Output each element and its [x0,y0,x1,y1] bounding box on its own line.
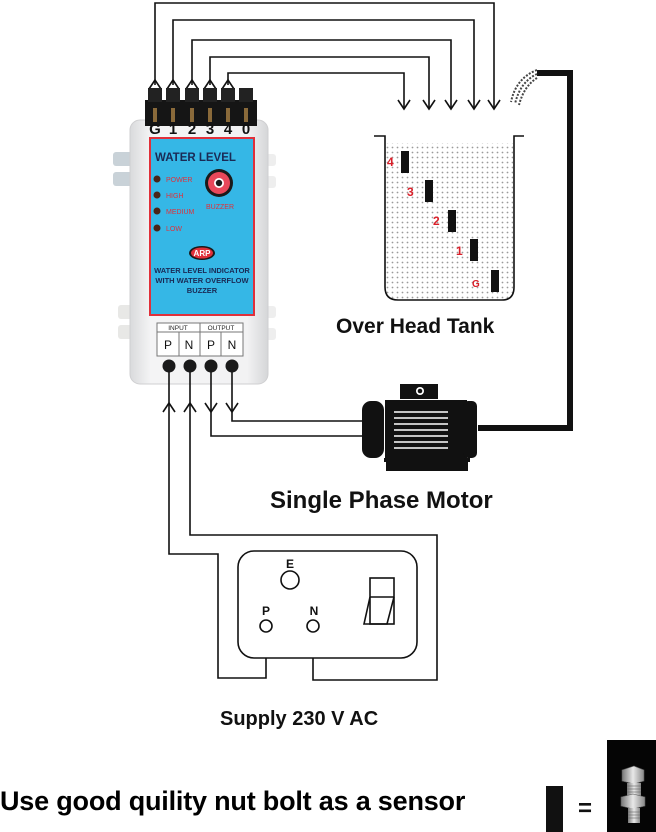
power-wires [168,372,438,681]
terminal-label-3: 3 [206,121,214,138]
motor-icon [362,384,477,471]
equals-sign: = [578,795,592,822]
wire-1 [172,19,475,108]
wire-arrows-up [148,78,235,90]
sensor-symbol [546,786,563,832]
wire-output-p [210,372,362,437]
wire-g [154,2,495,108]
led-icon [153,224,161,232]
led-icon [153,207,161,215]
io-terminal-output-p: P [207,338,215,352]
indicator-medium: MEDIUM [153,207,195,216]
wire-output-n [231,372,362,422]
io-terminal-input-n: N [185,338,194,352]
io-terminal-block: INPUT OUTPUT P N P N [156,322,244,373]
led-icon [153,175,161,183]
sensor-3 [425,180,433,202]
tank-title: Over Head Tank [336,315,495,338]
panel-title: WATER LEVEL [155,152,236,164]
description-line-1: WATER LEVEL INDICATOR [154,266,250,275]
terminal-label-4: 4 [224,121,233,138]
wire-input-n [189,372,438,681]
phase-pin-icon [259,619,273,633]
indicator-label: MEDIUM [166,209,195,216]
sensor-label-g: G [472,279,480,290]
buzzer-icon [205,169,233,197]
indicator-label: LOW [166,226,182,233]
terminal-label-g: G [149,121,161,138]
neutral-label: N [310,604,319,618]
led-icon [153,191,161,199]
sensor-4 [401,151,409,173]
sensor-label-3: 3 [407,185,414,199]
io-terminal-input-p: P [164,338,172,352]
sensor-g [491,270,499,292]
earth-label: E [286,557,294,571]
footer-note: Use good quility nut bolt as a sensor [0,786,466,816]
phase-label: P [262,604,270,618]
description-line-2: WITH WATER OVERFLOW [155,276,249,285]
delivery-pipe [478,69,573,431]
switch-icon [363,577,395,625]
supply-socket: E P N [237,550,418,659]
power-wire-arrows [162,401,239,414]
water-outflow-icon [510,69,538,103]
indicator-power: POWER [153,175,192,184]
sensor-label-1: 1 [456,244,463,258]
sensor-2 [448,210,456,232]
description-line-3: BUZZER [187,286,218,295]
sensor-labels: 4 3 2 1 G [387,155,480,290]
nut-bolt-icon [607,740,656,832]
terminal-label-2: 2 [188,121,196,138]
sensors [401,151,499,292]
sensor-1 [470,239,478,261]
terminal-label-1: 1 [169,121,177,138]
io-header-output: OUTPUT [208,325,235,332]
wire-input-p [168,372,267,679]
terminal-label-0: 0 [242,121,250,138]
indicator-low: LOW [153,224,182,233]
supply-title: Supply 230 V AC [220,708,378,730]
front-panel: WATER LEVEL POWER HIGH MEDIUM LOW BUZZER [149,137,255,316]
brand-text: ARP [194,249,212,258]
indicator-label: HIGH [166,193,184,200]
wire-2 [191,39,452,108]
brand-logo: ARP [189,246,215,260]
neutral-pin-icon [306,619,320,633]
sensor-label-2: 2 [433,214,440,228]
terminal-labels: G 1 2 3 4 0 [149,121,250,138]
buzzer-label: BUZZER [206,204,234,211]
tank-outline [374,135,524,301]
io-terminal-output-n: N [228,338,237,352]
io-header-input: INPUT [168,325,188,332]
motor-title: Single Phase Motor [270,487,493,514]
wire-3 [209,56,430,108]
earth-pin-icon [280,570,300,590]
indicator-label: POWER [166,177,192,184]
wire-arrows-down [397,99,501,111]
sensor-label-4: 4 [387,155,394,169]
indicator-high: HIGH [153,191,184,200]
